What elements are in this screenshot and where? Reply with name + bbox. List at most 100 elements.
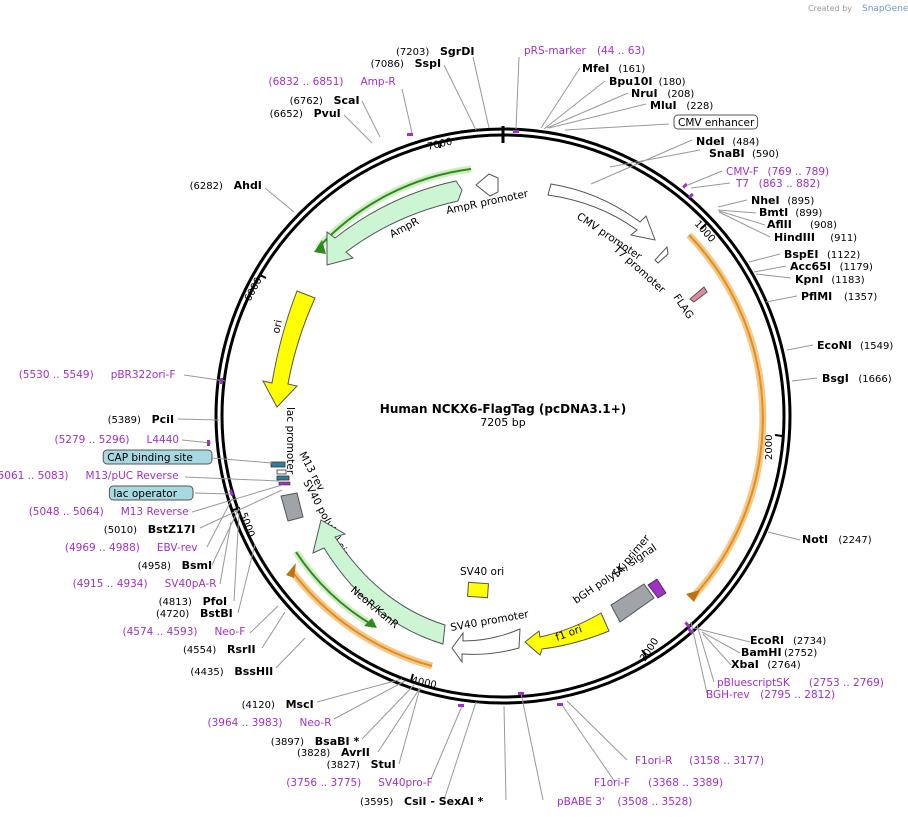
site-pbr322ori-f[interactable]: (5530 .. 5549)pBR322ori-F <box>19 369 176 381</box>
feature-ori[interactable]: ori <box>262 290 316 408</box>
site-bspei[interactable]: (1122)BspEI <box>784 248 860 261</box>
site-name: MscI <box>286 698 314 711</box>
feature-sv40-promoter[interactable]: SV40 promoter <box>449 608 530 664</box>
site-prs-marker[interactable]: (44 .. 63)pRS-marker <box>524 45 645 57</box>
feature-bgh-polya[interactable]: bGH poly(A) signal <box>571 542 659 623</box>
site-pbluescriptsk[interactable]: (2753 .. 2769)pBluescriptSK <box>717 677 884 689</box>
site-position: (208) <box>667 89 694 100</box>
site-bmti[interactable]: (899)BmtI <box>759 206 822 219</box>
site-position: (3964 .. 3983) <box>208 717 283 729</box>
site-ndei[interactable]: (484)NdeI <box>696 135 759 148</box>
site-xbai[interactable]: (2764)XbaI <box>731 658 801 671</box>
site-bamhi[interactable]: (2752)BamHI <box>741 646 817 659</box>
site-pflmi[interactable]: (1357)PflMI <box>801 290 877 303</box>
site-bsshii[interactable]: (4435)BssHII <box>190 665 273 678</box>
site-bsabi[interactable]: (3897)BsaBI * <box>271 735 360 748</box>
site-position: (3508 .. 3528) <box>617 796 692 808</box>
site-sv40pa-r[interactable]: (4915 .. 4934)SV40pA-R <box>73 578 217 590</box>
site-name: BstZ17I <box>148 523 196 536</box>
site-bsmi[interactable]: (4958)BsmI <box>138 559 213 572</box>
site-name: MfeI <box>582 62 609 75</box>
site-ecori[interactable]: (2734)EcoRI <box>750 634 826 647</box>
site-l4440[interactable]: (5279 .. 5296) L4440 <box>55 434 180 446</box>
site-pvui[interactable]: (6652)PvuI <box>270 107 341 120</box>
site-name: BmtI <box>759 206 788 219</box>
site-kpni[interactable]: (1183)KpnI <box>795 273 865 286</box>
site-name: pBluescriptSK <box>717 677 791 689</box>
site-bstz17i[interactable]: (5010)BstZ17I <box>104 523 196 536</box>
site-ahdi[interactable]: (6282)AhdI <box>190 179 262 192</box>
site-noti[interactable]: (2247)NotI <box>802 533 872 546</box>
site-name: BstBI <box>200 607 233 620</box>
site-stui[interactable]: (3827)StuI <box>327 758 396 771</box>
site-scai[interactable]: (6762)ScaI <box>290 94 360 107</box>
site-position: (7086) <box>371 59 404 70</box>
site-bgh-rev[interactable]: (2795 .. 2812)BGH-rev <box>706 689 835 701</box>
site-neo-f[interactable]: (4574 .. 4593)Neo-F <box>123 626 246 638</box>
site-name: L4440 <box>147 434 180 446</box>
site-cmv-enhancer[interactable]: CMV enhancer <box>673 114 759 130</box>
feature-sv40-ori[interactable]: SV40 ori <box>460 566 504 599</box>
site-name: CMV-F <box>726 166 759 178</box>
site-mlui[interactable]: (228)MluI <box>650 99 713 112</box>
feature-neor-kanr[interactable]: NeoR/KanR <box>312 519 446 645</box>
site-pcii[interactable]: (5389)PciI <box>108 413 174 426</box>
site-position: (4813) <box>159 597 192 608</box>
site-bstbi[interactable]: (4720)BstBI <box>156 607 233 620</box>
feature-cap-lac-boxes[interactable] <box>270 461 291 486</box>
site-box <box>673 114 759 130</box>
feature-f1-ori[interactable]: f1 ori <box>524 612 610 656</box>
site-cap-binding-site[interactable]: CAP binding site <box>102 449 213 465</box>
site-m13-puc-reverse[interactable]: (5061 .. 5083)M13/pUC Reverse <box>0 470 179 482</box>
site-snabi[interactable]: (590)SnaBI <box>709 147 779 160</box>
site-pbabe-3[interactable]: (3508 .. 3528)pBABE 3' <box>557 796 692 808</box>
site-name: StuI <box>371 758 396 771</box>
site-position: (2752) <box>784 648 817 659</box>
site-position: (161) <box>618 64 645 75</box>
site-ebv-rev[interactable]: (4969 .. 4988)EBV-rev <box>65 542 198 554</box>
site-name: SspI <box>415 57 441 70</box>
feature-flag[interactable]: FLAG <box>671 286 708 321</box>
site-nhei[interactable]: (895)NheI <box>751 194 814 207</box>
site-sv40pro-f[interactable]: (3756 .. 3775)SV40pro-F <box>286 777 432 789</box>
site-pfoi[interactable]: (4813)PfoI <box>159 595 228 608</box>
site-m13-reverse[interactable]: (5048 .. 5064)M13 Reverse <box>29 506 189 518</box>
site-name: EBV-rev <box>157 542 198 554</box>
orf-arc-neo-arrowhead <box>286 563 296 578</box>
site-amp-r[interactable]: (6832 .. 6851)Amp-R <box>269 76 396 88</box>
site-nrui[interactable]: (208)NruI <box>631 87 694 100</box>
site-name: NotI <box>802 533 828 546</box>
site-name: pBR322ori-F <box>111 369 176 381</box>
site-sspi[interactable]: (7086) SspI <box>371 57 441 70</box>
site-msci[interactable]: (4120)MscI <box>242 698 314 711</box>
site-position: (3756 .. 3775) <box>286 777 361 789</box>
site-rsrii[interactable]: (4554)RsrII <box>183 643 256 656</box>
site-lac-operator[interactable]: lac operator <box>108 485 194 501</box>
site-sgrdi[interactable]: (7203)SgrDI <box>396 45 474 58</box>
site-bpu10i[interactable]: (180)Bpu10I <box>609 75 686 88</box>
site-name: CsiI - SexAI * <box>404 795 484 808</box>
feature-cmv-enhancer[interactable]: CMV promoter <box>547 183 656 263</box>
site-mfei[interactable]: (161) MfeI <box>582 62 645 75</box>
site-name: AflII <box>767 218 792 231</box>
site-t7[interactable]: (863 .. 882)T7 <box>735 178 820 190</box>
site-cmv-f[interactable]: (769 .. 789)CMV-F <box>726 166 829 178</box>
feature-lac-promoter[interactable]: lac promoter <box>284 407 296 475</box>
feature-label-lac-promoter: lac promoter <box>284 407 296 475</box>
site-neo-r[interactable]: (3964 .. 3983)Neo-R <box>208 717 332 729</box>
site-bsgi[interactable]: (1666)BsgI <box>822 372 892 385</box>
site-econi[interactable]: (1549)EcoNI <box>817 339 893 352</box>
orf-arc-ncx6-arrowhead <box>686 590 700 602</box>
site-name: CMV enhancer <box>678 117 755 129</box>
site-f1ori-f[interactable]: (3368 .. 3389)F1ori-F <box>594 777 723 789</box>
site-avrii[interactable]: (3828)AvrII <box>297 746 370 759</box>
site-position: (5279 .. 5296) <box>55 434 130 446</box>
site-aflii[interactable]: (908)AflII <box>767 218 837 231</box>
site-position: (590) <box>752 149 779 160</box>
site-f1ori-r[interactable]: (3158 .. 3177)F1ori-R <box>635 755 764 767</box>
site-csii-sexai[interactable]: (3595)CsiI - SexAI * <box>360 795 484 808</box>
ruler-tick-label: 2000 <box>764 435 775 460</box>
site-acc65i[interactable]: (1179)Acc65I <box>790 260 873 273</box>
site-hindiii[interactable]: (911)HindIII <box>774 231 857 244</box>
